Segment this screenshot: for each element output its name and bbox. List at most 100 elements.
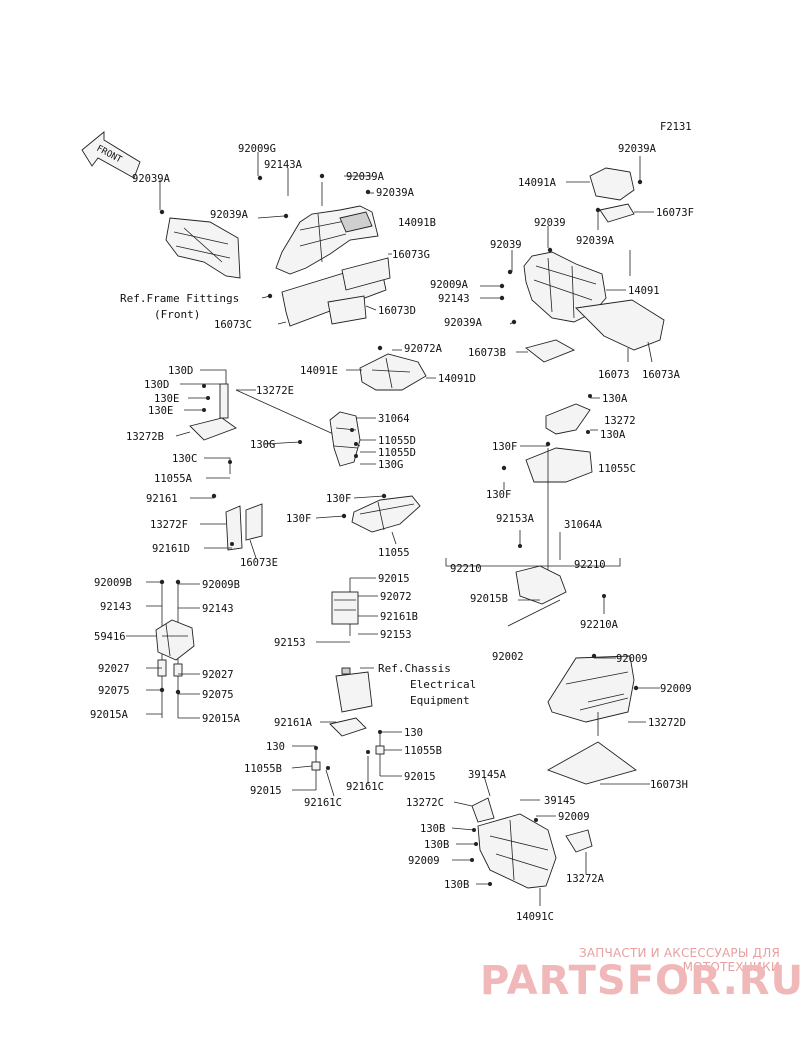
part-label: 92039A bbox=[576, 235, 615, 247]
frame-fittings-note-line1: Ref.Frame Fittings bbox=[120, 292, 239, 305]
part-label: 130B bbox=[444, 879, 469, 891]
part-label: 92153A bbox=[496, 513, 535, 525]
part-group-right-brackets bbox=[501, 394, 606, 627]
part-label: 16073G bbox=[392, 249, 430, 261]
part-label: 130B bbox=[420, 823, 445, 835]
part-group-bottom-guards bbox=[470, 797, 593, 889]
part-label: 14091D bbox=[438, 373, 476, 385]
part-label: 13272C bbox=[406, 797, 444, 809]
part-label: 92039A bbox=[376, 187, 415, 199]
part-label: 13272 bbox=[604, 415, 636, 427]
part-label: 92002 bbox=[492, 651, 524, 663]
part-label: 11055D bbox=[378, 447, 416, 459]
part-label: 92075 bbox=[202, 689, 234, 701]
part-label: 92210A bbox=[580, 619, 619, 631]
part-label: 16073E bbox=[240, 557, 278, 569]
part-label: 92161C bbox=[304, 797, 342, 809]
part-label: 92039A bbox=[132, 173, 171, 185]
part-label: 92143 bbox=[438, 293, 470, 305]
watermark-logo: PARTSFOR.RU bbox=[480, 958, 800, 1004]
part-label: 92153 bbox=[380, 629, 412, 641]
part-label: 92015B bbox=[470, 593, 508, 605]
part-label: 92143 bbox=[100, 601, 132, 613]
part-label: 39145 bbox=[544, 795, 576, 807]
part-label: 92161A bbox=[274, 717, 313, 729]
part-label: 92075 bbox=[98, 685, 130, 697]
part-label: 92015 bbox=[404, 771, 436, 783]
part-label: 92039 bbox=[534, 217, 566, 229]
part-group-center-cover bbox=[359, 345, 427, 391]
part-label: 11055 bbox=[378, 547, 410, 559]
part-label: 130F bbox=[492, 441, 517, 453]
figure-code: F2131 bbox=[660, 121, 692, 133]
part-group-front-right bbox=[499, 167, 665, 363]
front-arrow-icon: FRONT bbox=[81, 131, 141, 179]
part-label: 16073D bbox=[378, 305, 416, 317]
part-label: 16073A bbox=[642, 369, 681, 381]
part-group-left-column bbox=[155, 579, 195, 718]
part-label: 92015 bbox=[378, 573, 410, 585]
part-label: 92009B bbox=[94, 577, 132, 589]
part-label: 92039 bbox=[490, 239, 522, 251]
part-group-floor-plates bbox=[546, 653, 639, 785]
part-label: 31064A bbox=[564, 519, 603, 531]
part-label: 13272F bbox=[150, 519, 188, 531]
part-label: 130E bbox=[154, 393, 179, 405]
part-label: 14091C bbox=[516, 911, 554, 923]
part-label: 92161C bbox=[346, 781, 384, 793]
part-label: 39145A bbox=[468, 769, 507, 781]
part-labels: 92039A 92009G 92143A 92039A 92039A 92039… bbox=[90, 143, 694, 923]
part-label: 92027 bbox=[98, 663, 130, 675]
chassis-note-line2: Electrical bbox=[410, 678, 476, 691]
part-label: 92039A bbox=[210, 209, 249, 221]
part-label: 14091 bbox=[628, 285, 660, 297]
part-group-center-brackets bbox=[298, 411, 421, 533]
part-label: 11055C bbox=[598, 463, 636, 475]
part-label: 16073B bbox=[468, 347, 506, 359]
part-label: 14091E bbox=[300, 365, 338, 377]
part-label: 92009G bbox=[238, 143, 276, 155]
part-label: 16073F bbox=[656, 207, 694, 219]
part-group-front-left bbox=[159, 173, 391, 327]
part-label: 92039A bbox=[618, 143, 657, 155]
part-label: 130A bbox=[600, 429, 626, 441]
part-label: 130F bbox=[286, 513, 311, 525]
part-label: 13272D bbox=[648, 717, 686, 729]
part-label: 92161B bbox=[380, 611, 418, 623]
part-label: 92143 bbox=[202, 603, 234, 615]
part-label: 92009 bbox=[558, 811, 590, 823]
part-label: 13272B bbox=[126, 431, 164, 443]
part-label: 92039A bbox=[444, 317, 483, 329]
part-group-left-brackets bbox=[189, 383, 263, 551]
part-label: 92009 bbox=[616, 653, 648, 665]
part-label: 14091A bbox=[518, 177, 557, 189]
part-label: 11055B bbox=[404, 745, 442, 757]
part-label: 92015 bbox=[250, 785, 282, 797]
part-label: 92161 bbox=[146, 493, 178, 505]
part-label: 92009A bbox=[430, 279, 469, 291]
part-label: 130G bbox=[250, 439, 275, 451]
part-label: 130D bbox=[168, 365, 193, 377]
part-label: 92015A bbox=[202, 713, 241, 725]
part-label: 31064 bbox=[378, 413, 410, 425]
part-label: 92210 bbox=[574, 559, 606, 571]
part-label: 16073 bbox=[598, 369, 630, 381]
part-label: 16073H bbox=[650, 779, 688, 791]
part-label: 92009B bbox=[202, 579, 240, 591]
part-label: 92015A bbox=[90, 709, 129, 721]
watermark-tagline: ЗАПЧАСТИ И АКСЕССУАРЫ ДЛЯ МОТОТЕХНИКИ bbox=[579, 946, 780, 974]
part-label: 59416 bbox=[94, 631, 126, 643]
part-label: 130B bbox=[424, 839, 449, 851]
part-label: 130 bbox=[404, 727, 423, 739]
part-label: 92009 bbox=[660, 683, 692, 695]
part-label: 92072 bbox=[380, 591, 412, 603]
chassis-note-line1: Ref.Chassis bbox=[378, 662, 451, 675]
part-label: 14091B bbox=[398, 217, 436, 229]
part-label: 92143A bbox=[264, 159, 303, 171]
part-label: 11055B bbox=[244, 763, 282, 775]
part-label: 92210 bbox=[450, 563, 482, 575]
part-label: 130F bbox=[486, 489, 511, 501]
part-label: 92039A bbox=[346, 171, 385, 183]
frame-fittings-note-line2: (Front) bbox=[154, 308, 200, 321]
